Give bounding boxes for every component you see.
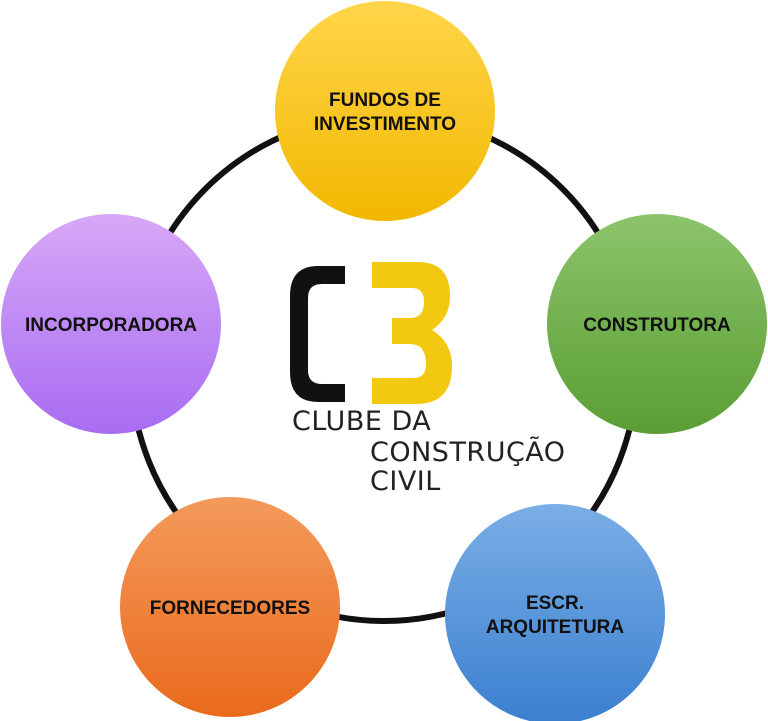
logo-c-shape	[290, 266, 345, 402]
logo-3-shape	[372, 262, 452, 404]
node-circle	[547, 214, 767, 434]
node-incorporadora: INCORPORADORA	[1, 214, 221, 434]
node-arquitetura: ESCR. ARQUITETURA	[445, 504, 665, 721]
node-circle	[275, 1, 495, 221]
node-construtora: CONSTRUTORA	[547, 214, 767, 434]
node-label: INCORPORADORA	[25, 315, 197, 336]
club-logo: CLUBE DA CONSTRUÇÃO CIVIL	[290, 262, 566, 497]
node-label: FORNECEDORES	[150, 598, 310, 619]
node-label: ESCR.	[526, 593, 584, 614]
logo-mark	[290, 262, 452, 404]
node-label: FUNDOS DE	[329, 90, 441, 111]
node-circle	[1, 214, 221, 434]
node-label: CONSTRUTORA	[583, 315, 731, 336]
node-fornecedores: FORNECEDORES	[120, 497, 340, 717]
logo-name-line2: CONSTRUÇÃO	[370, 436, 566, 468]
node-circle	[445, 504, 665, 721]
node-label: ARQUITETURA	[486, 617, 625, 638]
node-label: INVESTIMENTO	[314, 114, 456, 135]
logo-name-line3: CIVIL	[370, 466, 441, 497]
logo-name-line1: CLUBE DA	[292, 406, 431, 437]
node-fundos: FUNDOS DE INVESTIMENTO	[275, 1, 495, 221]
node-circle	[120, 497, 340, 717]
